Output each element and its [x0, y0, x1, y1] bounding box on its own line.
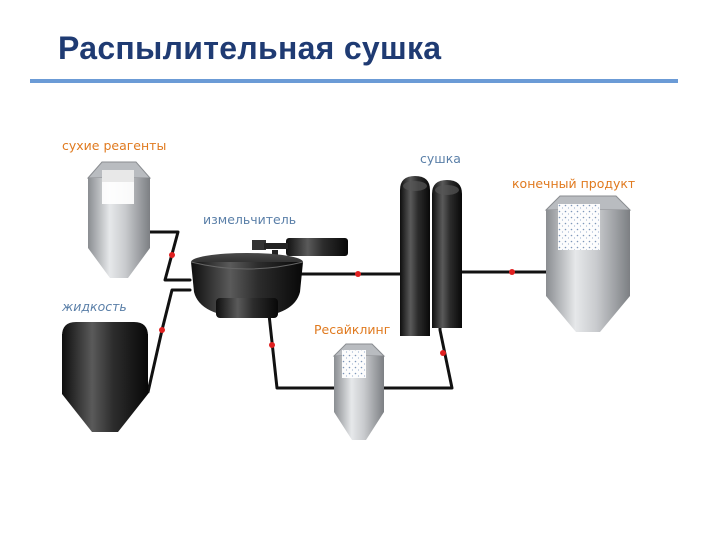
flow-marker: [269, 342, 275, 348]
flow-marker: [159, 327, 165, 333]
label-recycling: Ресайклинг: [314, 322, 390, 337]
recycling-silo: [332, 343, 386, 440]
label-grinder: измельчитель: [203, 212, 296, 227]
final-product-silo: [544, 195, 632, 332]
dry-reagents-silo: [86, 161, 152, 278]
dryer-towers: [400, 176, 462, 336]
label-final-product: конечный продукт: [512, 176, 635, 191]
flow-marker: [355, 271, 361, 277]
flow-marker: [440, 350, 446, 356]
pipe-liquid-to-grinder: [146, 288, 192, 394]
flow-marker: [509, 269, 515, 275]
pipe-reagents-to-grinder: [146, 230, 192, 282]
liquid-tank: [62, 322, 148, 432]
flow-markers: [159, 252, 515, 356]
pipe-grinder-to-recycling: [265, 294, 336, 390]
label-dryer: сушка: [420, 151, 461, 166]
page-title: Распылительная сушка: [58, 30, 442, 66]
grinder: [190, 238, 348, 318]
label-liquid: жидкость: [61, 299, 127, 314]
flow-marker: [169, 252, 175, 258]
title-underline: [30, 79, 678, 83]
label-dry-reagents: сухие реагенты: [62, 138, 166, 153]
